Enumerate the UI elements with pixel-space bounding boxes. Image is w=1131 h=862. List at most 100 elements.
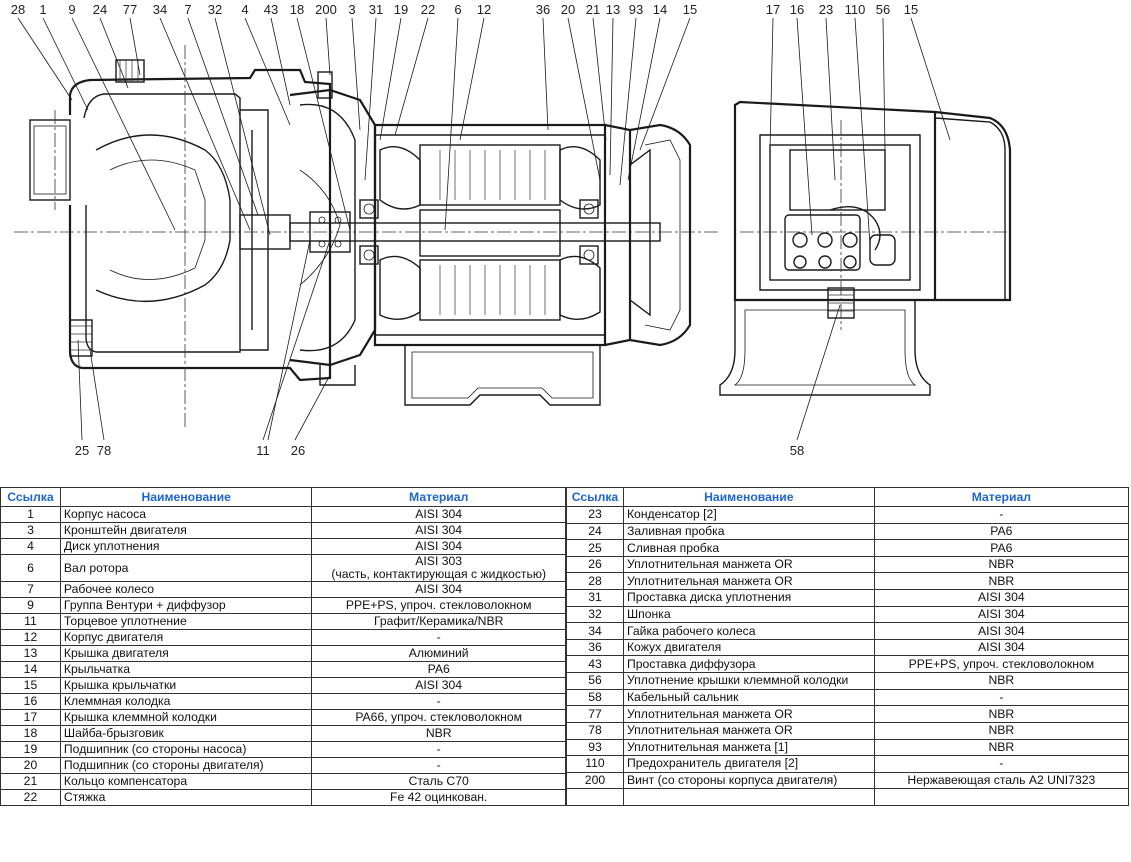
material-cell: AISI 304 xyxy=(873,638,1130,657)
name-cell: Винт (со стороны корпуса двигателя) xyxy=(622,771,875,790)
name-cell: Шайба-брызговик xyxy=(59,725,313,742)
material-cell: NBR xyxy=(873,721,1130,740)
material-cell: PA66, упроч. стекловолокном xyxy=(311,709,566,726)
material-cell: - xyxy=(873,688,1130,707)
ref-cell: 21 xyxy=(0,773,61,790)
material-cell: AISI 304 xyxy=(873,605,1130,624)
ref-cell: 13 xyxy=(0,645,61,662)
callout-number: 28 xyxy=(11,2,25,17)
ref-cell: 9 xyxy=(0,597,61,614)
ref-cell: 19 xyxy=(0,741,61,758)
material-cell: AISI 304 xyxy=(873,622,1130,640)
name-cell: Клеммная колодка xyxy=(59,693,313,710)
material-cell: AISI 304 xyxy=(311,538,566,555)
callout-number: 17 xyxy=(766,2,780,17)
name-cell: Предохранитель двигателя [2] xyxy=(622,755,875,773)
callout-number: 110 xyxy=(845,2,866,17)
name-cell: Проставка диска уплотнения xyxy=(622,589,875,607)
name-cell: Торцевое уплотнение xyxy=(59,613,313,630)
ref-cell: 31 xyxy=(566,589,624,607)
material-line: AISI 303 xyxy=(415,554,463,568)
material-cell: NBR xyxy=(873,672,1130,690)
table-row-empty xyxy=(566,788,1130,806)
name-cell: Рабочее колесо xyxy=(59,581,313,598)
material-cell: NBR xyxy=(311,725,566,742)
callout-number: 200 xyxy=(315,2,337,17)
ref-cell: 36 xyxy=(566,638,624,657)
ref-cell: 22 xyxy=(0,789,61,806)
callout-number: 24 xyxy=(93,2,107,17)
material-cell: Алюминий xyxy=(311,645,566,662)
callout-number: 31 xyxy=(369,2,383,17)
ref-cell: 34 xyxy=(566,622,624,640)
ref-cell: 14 xyxy=(0,661,61,678)
name-cell: Диск уплотнения xyxy=(59,538,313,555)
material-cell: AISI 304 xyxy=(311,522,566,539)
callout-number: 15 xyxy=(904,2,918,17)
material-cell: PPE+PS, упроч. стекловолокном xyxy=(873,655,1130,674)
ref-cell: 3 xyxy=(0,522,61,539)
name-cell: Подшипник (со стороны двигателя) xyxy=(59,757,313,774)
name-cell: Кронштейн двигателя xyxy=(59,522,313,539)
name-cell: Уплотнительная манжета OR xyxy=(622,555,875,574)
name-cell: Корпус двигателя xyxy=(59,629,313,646)
name-cell: Крыльчатка xyxy=(59,661,313,678)
ref-cell: 43 xyxy=(566,655,624,674)
callout-number: 14 xyxy=(653,2,667,17)
material-cell: Fe 42 оцинкован. xyxy=(311,789,566,806)
name-cell: Крышка клеммной колодки xyxy=(59,709,313,726)
pump-body-outline xyxy=(29,59,692,406)
material-cell: - xyxy=(873,506,1130,524)
empty-cell xyxy=(873,788,1130,806)
leader-lines xyxy=(17,17,951,441)
material-cell: NBR xyxy=(873,705,1130,723)
name-cell: Заливная пробка xyxy=(622,522,875,541)
name-cell: Крышка крыльчатки xyxy=(59,677,313,694)
ref-cell: 24 xyxy=(566,522,624,541)
callout-number: 43 xyxy=(264,2,278,17)
header-name: Наименование xyxy=(59,487,313,507)
ref-cell: 78 xyxy=(566,721,624,740)
callout-number: 23 xyxy=(819,2,833,17)
callout-number: 32 xyxy=(208,2,222,17)
callout-number: 22 xyxy=(421,2,435,17)
name-cell: Корпус насоса xyxy=(59,506,313,523)
material-cell: NBR xyxy=(873,572,1130,591)
callout-number: 58 xyxy=(790,443,804,458)
ref-cell: 16 xyxy=(0,693,61,710)
pump-end-view xyxy=(719,100,1012,396)
ref-cell: 28 xyxy=(566,572,624,591)
callout-number: 3 xyxy=(348,2,355,17)
callout-number: 78 xyxy=(97,443,111,458)
material-cell: Нержавеющая сталь A2 UNI7323 xyxy=(873,771,1130,790)
name-cell: Кабельный сальник xyxy=(622,688,875,707)
name-cell: Конденсатор [2] xyxy=(622,506,875,524)
callout-number: 12 xyxy=(477,2,491,17)
ref-cell: 1 xyxy=(0,506,61,523)
name-cell: Стяжка xyxy=(59,789,313,806)
